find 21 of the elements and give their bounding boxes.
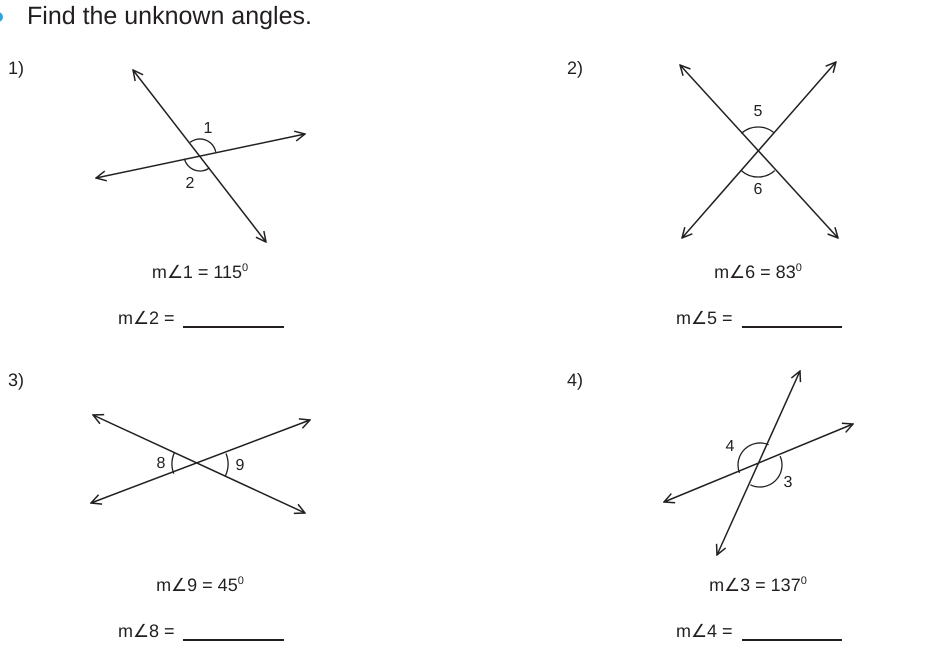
worksheet-title: Find the unknown angles. [27,4,312,29]
problem-number: 2) [567,59,584,77]
given-angle-equation: m∠6 = 83$^{0}$ [714,263,802,281]
given-angle-equation: m∠1 = 115$^{0}$ [152,263,248,281]
unknown-angle-prompt: m∠4 = [676,622,733,640]
angle-number: 4 [726,439,734,455]
angle-number: 9 [236,458,244,474]
angle-number: 3 [784,475,792,491]
angle-number: 6 [754,182,762,198]
angle-number: 5 [754,104,762,120]
unknown-angle-prompt: m∠5 = [676,309,733,327]
angle-number: 1 [204,121,212,137]
given-angle-equation: m∠9 = 45$^{0}$ [156,576,244,594]
angle-number: 8 [156,456,166,472]
problem-number: 4) [567,371,584,389]
problem-number: 3) [8,371,24,389]
given-angle-equation: m∠3 = 137$^{0}$ [709,576,807,594]
angle-number: 2 [186,176,194,192]
problem-number: 1) [8,59,24,77]
unknown-angle-prompt: m∠2 = [118,309,175,327]
unknown-angle-prompt: m∠8 = [118,622,175,640]
